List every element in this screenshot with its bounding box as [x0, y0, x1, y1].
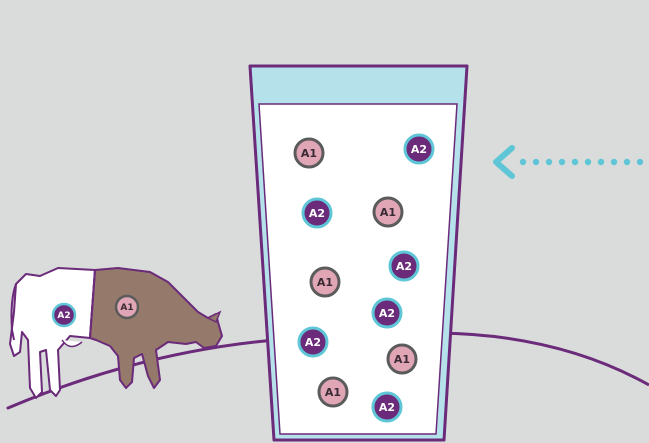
arrow-dot [533, 159, 539, 165]
cow [10, 268, 222, 398]
a2-label: A2 [411, 143, 427, 156]
arrow-dot [546, 159, 552, 165]
a1-label: A1 [317, 276, 333, 289]
glass-molecule-a1: A1 [311, 268, 339, 296]
a2-label: A2 [396, 260, 412, 273]
a2-label: A2 [379, 307, 395, 320]
arrow-dot [598, 159, 604, 165]
arrow-dot [572, 159, 578, 165]
a1-label: A1 [394, 353, 410, 366]
cow-udder [62, 340, 82, 347]
glass-molecule-a1: A1 [374, 198, 402, 226]
arrow-dot [559, 159, 565, 165]
a1-label: A1 [325, 386, 341, 399]
arrow-dot [611, 159, 617, 165]
glass-molecule-a1: A1 [295, 139, 323, 167]
a2-label: A2 [379, 401, 395, 414]
a1-label: A1 [301, 147, 317, 160]
cow-front-molecule: A2 [53, 304, 75, 326]
milk-glass [250, 66, 467, 440]
a2-label: A2 [57, 311, 70, 321]
glass-molecule-a2: A2 [390, 252, 418, 280]
ground-right-hill [440, 333, 649, 385]
glass-molecule-a1: A1 [388, 345, 416, 373]
a1-label: A1 [380, 206, 396, 219]
glass-molecule-a2: A2 [299, 328, 327, 356]
a2-label: A2 [305, 336, 321, 349]
arrow-dot [520, 159, 526, 165]
arrow-dot [637, 159, 643, 165]
glass-molecule-a1: A1 [319, 378, 347, 406]
arrow-dot [624, 159, 630, 165]
glass-molecule-a2: A2 [373, 299, 401, 327]
glass-molecule-a2: A2 [373, 393, 401, 421]
a2-label: A2 [309, 207, 325, 220]
cow-rear-molecule: A1 [116, 296, 138, 318]
left-arrow-dotted-icon [496, 148, 643, 176]
a1-label: A1 [120, 303, 133, 313]
glass-molecule-a2: A2 [405, 135, 433, 163]
arrow-dot [585, 159, 591, 165]
glass-molecule-a2: A2 [303, 199, 331, 227]
